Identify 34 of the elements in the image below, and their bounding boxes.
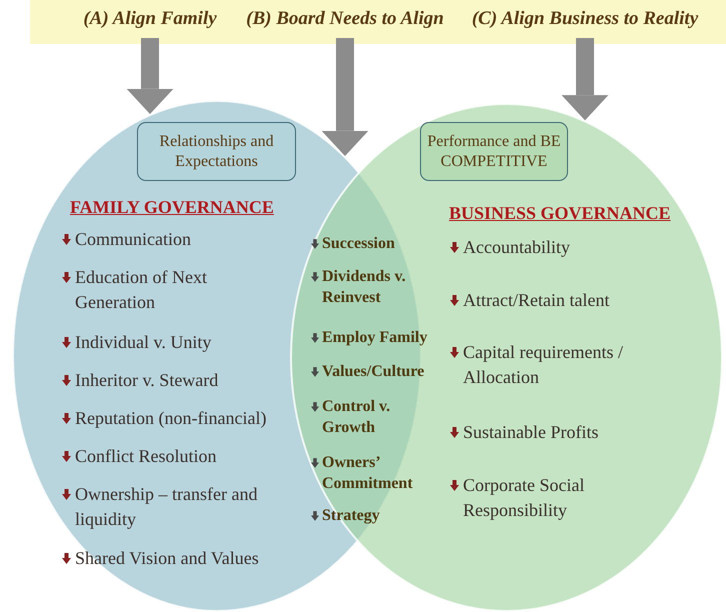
box-text: Relationships and Expectations bbox=[158, 132, 275, 172]
heading-text: (C) Align Business to Reality bbox=[472, 8, 698, 30]
list-item: Control v. Growth bbox=[322, 397, 392, 438]
section-heading: FAMILY GOVERNANCE bbox=[70, 197, 274, 218]
list-item: Strategy bbox=[322, 506, 380, 526]
list-item: Communication bbox=[75, 228, 191, 251]
block-arrow bbox=[562, 38, 608, 120]
venn-circle bbox=[290, 103, 723, 612]
list-item: Education of Next Generation bbox=[75, 266, 208, 314]
list-item: Succession bbox=[322, 234, 395, 254]
list-item: Conflict Resolution bbox=[75, 445, 216, 468]
list-item: Capital requirements / Allocation bbox=[463, 341, 624, 389]
list-item: Attract/Retain talent bbox=[463, 289, 610, 312]
heading-text: (A) Align Family bbox=[83, 8, 217, 30]
banner bbox=[30, 0, 726, 44]
list-item: Corporate Social Responsibility bbox=[463, 474, 586, 522]
box-text: Performance and BE COMPETITIVE bbox=[426, 132, 562, 172]
list-item: Values/Culture bbox=[322, 362, 424, 382]
rounded-box bbox=[137, 122, 296, 181]
list-item: Inheritor v. Steward bbox=[75, 369, 218, 392]
section-heading: BUSINESS GOVERNANCE bbox=[449, 203, 671, 224]
block-arrow bbox=[322, 38, 368, 156]
list-item: Shared Vision and Values bbox=[75, 547, 259, 570]
list-item: Reputation (non-financial) bbox=[75, 407, 266, 430]
list-item: Owners’ Commitment bbox=[322, 453, 414, 494]
list-item: Dividends v. Reinvest bbox=[322, 267, 407, 308]
list-item: Sustainable Profits bbox=[463, 421, 598, 444]
block-arrow bbox=[126, 38, 174, 114]
list-item: Ownership – transfer and liquidity bbox=[75, 483, 258, 531]
list-item: Employ Family bbox=[322, 328, 428, 348]
rounded-box bbox=[420, 122, 568, 181]
heading-text: (B) Board Needs to Align bbox=[246, 8, 444, 30]
list-item: Individual v. Unity bbox=[75, 331, 212, 354]
list-item: Accountability bbox=[463, 236, 570, 259]
